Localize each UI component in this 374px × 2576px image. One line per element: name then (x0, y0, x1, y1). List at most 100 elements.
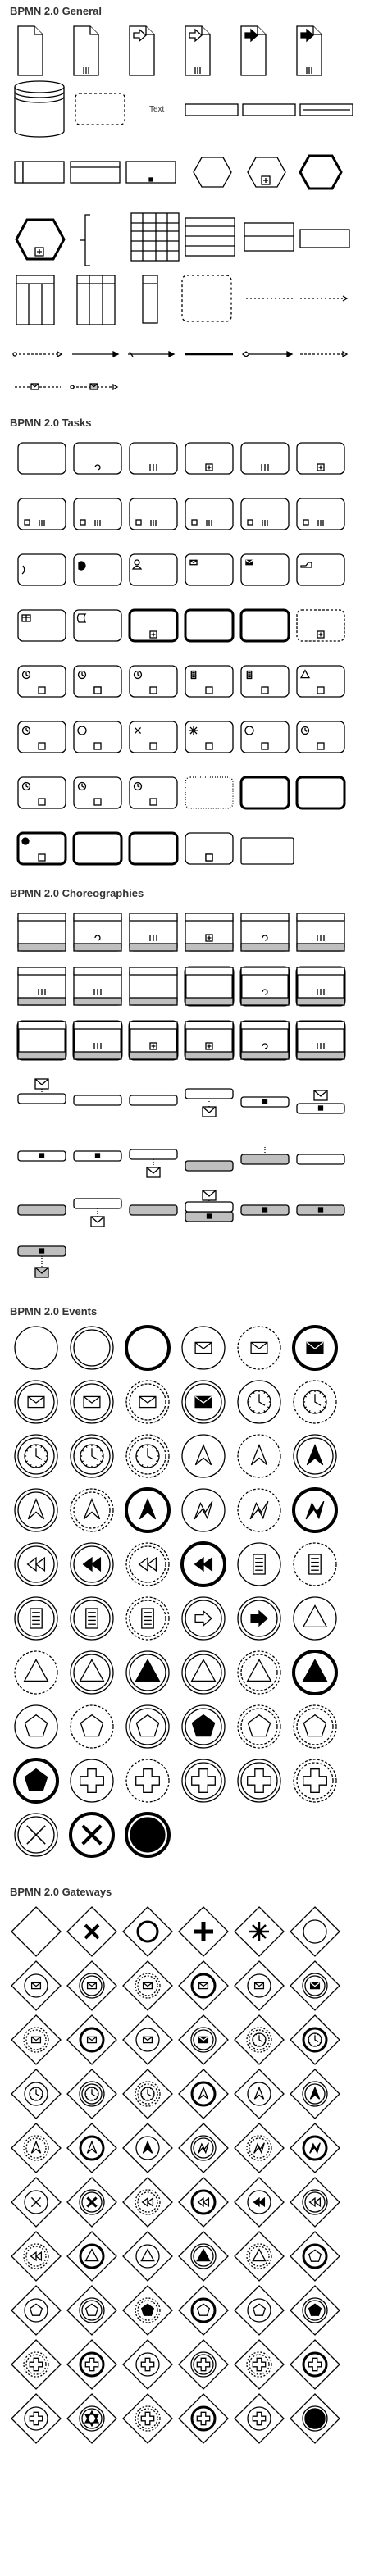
event-shape-41[interactable] (237, 1650, 281, 1695)
gateway-shape-28[interactable] (178, 2123, 229, 2173)
event-shape-39[interactable] (125, 1650, 170, 1695)
gateway-shape-53[interactable] (234, 2339, 285, 2390)
task-shape-r3-c5[interactable] (240, 553, 290, 586)
event-shape-8[interactable] (70, 1380, 114, 1424)
gateway-shape-19[interactable] (11, 2069, 62, 2119)
task-shape-r1-c1[interactable] (17, 442, 66, 475)
conversation-link-shape[interactable] (80, 214, 90, 266)
event-shape-46[interactable] (181, 1704, 226, 1749)
event-shape-30[interactable] (293, 1542, 337, 1586)
event-shape-24[interactable] (292, 1487, 338, 1533)
gateway-shape-12[interactable] (290, 1960, 340, 2011)
task-shape-r1-c3[interactable] (129, 442, 178, 475)
text-annotation-label[interactable]: Text (149, 105, 165, 114)
participant-band-mid-2[interactable] (73, 1150, 122, 1162)
event-shape-20[interactable] (70, 1488, 114, 1532)
task-shape-r6-c2[interactable] (73, 721, 122, 753)
event-shape-33[interactable] (125, 1596, 170, 1641)
event-shape-50[interactable] (70, 1759, 114, 1803)
horizontal-lane-shape[interactable] (70, 161, 121, 184)
gateway-shape-11[interactable] (234, 1960, 285, 2011)
gateway-shape-18[interactable] (290, 2014, 340, 2065)
event-shape-42[interactable] (292, 1650, 338, 1695)
task-shape-r2-c4[interactable] (185, 498, 234, 530)
event-shape-6[interactable] (292, 1325, 338, 1371)
gateway-shape-9[interactable] (122, 1960, 173, 2011)
gateway-shape-45[interactable] (122, 2285, 173, 2336)
event-shape-17[interactable] (237, 1434, 281, 1478)
event-shape-16[interactable] (181, 1434, 226, 1478)
task-shape-r8-c5[interactable] (240, 837, 294, 865)
gateway-shape-8[interactable] (66, 1960, 117, 2011)
gateway-shape-50[interactable] (66, 2339, 117, 2390)
call-conversation-shape[interactable] (299, 154, 343, 190)
pool-horizontal-shape[interactable] (242, 103, 296, 116)
event-shape-34[interactable] (181, 1596, 226, 1641)
event-shape-9[interactable] (125, 1380, 170, 1424)
vertical-swimlane-shape[interactable] (142, 275, 158, 324)
sub-choreography-2[interactable] (73, 967, 122, 1006)
participant-band-top-1[interactable] (17, 1078, 66, 1104)
task-shape-r3-c6[interactable] (296, 553, 345, 586)
gateway-shape-30[interactable] (290, 2123, 340, 2173)
gateway-shape-49[interactable] (11, 2339, 62, 2390)
event-shape-56[interactable] (69, 1812, 115, 1858)
sequence-flow-edge[interactable] (72, 350, 120, 358)
data-object-collection-shape[interactable] (73, 25, 99, 76)
event-shape-48[interactable] (293, 1704, 337, 1749)
gateway-shape-55[interactable] (11, 2393, 62, 2444)
gateway-shape-5[interactable] (234, 1906, 285, 1957)
event-shape-52[interactable] (181, 1759, 226, 1803)
task-shape-r2-c5[interactable] (240, 498, 290, 530)
sub-choreography-5[interactable] (239, 966, 290, 1007)
gateway-shape-54[interactable] (290, 2339, 340, 2390)
gateway-shape-29[interactable] (234, 2123, 285, 2173)
gateway-shape-10[interactable] (178, 1960, 229, 2011)
task-shape-r7-c4[interactable] (185, 776, 234, 809)
task-shape-r1-c5[interactable] (240, 442, 290, 475)
event-shape-43[interactable] (14, 1704, 58, 1749)
task-shape-r1-c6[interactable] (296, 442, 345, 475)
gateway-shape-34[interactable] (178, 2177, 229, 2228)
event-shape-29[interactable] (237, 1542, 281, 1586)
participant-band-shaded-4[interactable] (185, 1190, 234, 1222)
gateway-shape-33[interactable] (122, 2177, 173, 2228)
gateway-shape-40[interactable] (178, 2231, 229, 2282)
event-shape-19[interactable] (14, 1488, 58, 1532)
event-shape-1[interactable] (14, 1326, 58, 1370)
lane-horizontal-shape[interactable] (299, 103, 353, 116)
participant-band-mid-1[interactable] (17, 1150, 66, 1162)
event-shape-7[interactable] (14, 1380, 58, 1424)
event-shape-40[interactable] (181, 1650, 226, 1695)
task-shape-r1-c2[interactable] (73, 442, 122, 475)
participant-band-shaded-2[interactable] (73, 1198, 122, 1227)
gateway-shape-60[interactable] (290, 2393, 340, 2444)
gateway-shape-44[interactable] (66, 2285, 117, 2336)
list-shape[interactable] (244, 222, 294, 252)
message-flow-initiating-edge[interactable] (15, 383, 61, 390)
choreography-task-2[interactable] (73, 913, 122, 952)
data-input-shape[interactable] (129, 25, 155, 76)
sub-choreography-3[interactable] (129, 967, 178, 1006)
task-shape-r4-c4[interactable] (184, 608, 235, 643)
gateway-shape-2[interactable] (66, 1906, 117, 1957)
task-shape-r7-c1[interactable] (17, 776, 66, 809)
task-shape-r6-c5[interactable] (240, 721, 290, 753)
gateway-shape-51[interactable] (122, 2339, 173, 2390)
participant-band-shaded-3[interactable] (129, 1204, 178, 1216)
task-shape-r7-c3[interactable] (129, 776, 178, 809)
participant-band-top-4[interactable] (185, 1088, 234, 1117)
event-shape-44[interactable] (70, 1704, 114, 1749)
vertical-pool-shape[interactable] (16, 275, 55, 325)
task-shape-r4-c2[interactable] (73, 609, 122, 642)
participant-band-top-3[interactable] (129, 1095, 178, 1106)
gateway-shape-26[interactable] (66, 2123, 117, 2173)
gateway-shape-6[interactable] (290, 1906, 340, 1957)
event-shape-5[interactable] (237, 1326, 281, 1370)
event-shape-38[interactable] (70, 1650, 114, 1695)
task-shape-r8-c2[interactable] (72, 831, 123, 866)
data-input-collection-shape[interactable] (185, 25, 211, 76)
task-shape-r5-c2[interactable] (73, 665, 122, 698)
sub-conversation-shape[interactable] (247, 157, 286, 188)
conditional-flow-edge[interactable] (241, 350, 294, 358)
